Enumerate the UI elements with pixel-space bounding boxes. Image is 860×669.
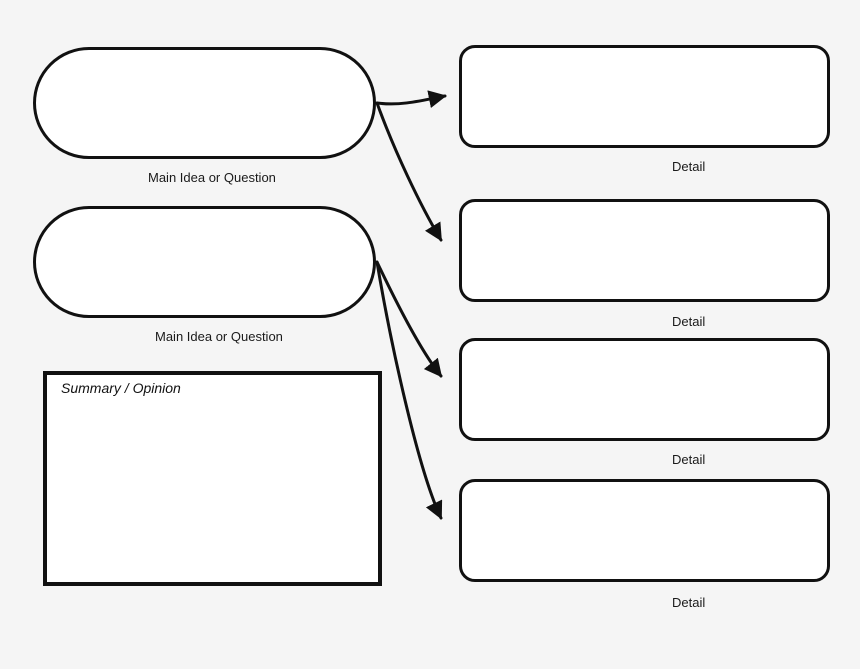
detail-caption-4: Detail xyxy=(672,595,706,610)
detail-box-4[interactable] xyxy=(459,479,830,582)
detail-caption-1: Detail xyxy=(672,159,706,174)
connector-4-arrow xyxy=(375,260,443,520)
main-idea-box-1[interactable] xyxy=(33,47,376,159)
detail-box-3[interactable] xyxy=(459,338,830,441)
detail-box-2[interactable] xyxy=(459,199,830,302)
main-idea-caption-1: Main Idea or Question xyxy=(148,170,276,185)
detail-box-1[interactable] xyxy=(459,45,830,148)
summary-opinion-box[interactable] xyxy=(43,371,382,586)
main-idea-caption-2: Main Idea or Question xyxy=(155,329,283,344)
connector-2-arrow xyxy=(375,101,443,242)
detail-caption-3: Detail xyxy=(672,452,706,467)
detail-caption-2: Detail xyxy=(672,314,706,329)
connector-1-arrow xyxy=(375,90,447,109)
main-idea-box-2[interactable] xyxy=(33,206,376,318)
summary-opinion-label: Summary / Opinion xyxy=(61,380,181,396)
connector-3-arrow xyxy=(375,260,443,378)
